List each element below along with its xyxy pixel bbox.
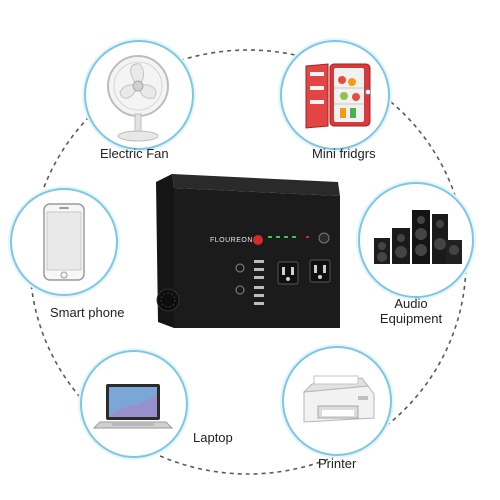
cooling-fan-vent	[156, 288, 180, 312]
ac-outlet-2	[309, 259, 331, 283]
audio-label-line2: Equipment	[379, 311, 443, 326]
dc-output-button	[235, 263, 245, 273]
speaker-system-icon	[374, 210, 462, 264]
laptop-bubble	[80, 350, 188, 458]
battery-indicator-lights	[268, 236, 309, 238]
usb-output-button	[235, 285, 245, 295]
fan-label: Electric Fan	[100, 146, 169, 161]
printer-label: Printer	[318, 456, 357, 471]
power-button	[253, 235, 263, 245]
fan-bubble	[84, 40, 194, 150]
ac-switch	[318, 232, 330, 244]
portable-power-station-icon: FLOUREON	[156, 174, 340, 328]
fridge-bubble	[280, 40, 390, 150]
mini-fridge-icon	[305, 63, 371, 129]
usb-ports	[254, 260, 264, 305]
brand-logo: FLOUREON	[210, 237, 253, 244]
audio-label-line1: Audio	[394, 296, 428, 311]
printer-icon	[302, 375, 375, 423]
phone-label: Smart phone	[50, 305, 125, 320]
phone-bubble	[10, 188, 118, 296]
laptop-label: Laptop	[193, 430, 233, 445]
audio-label: Audio Equipment	[376, 296, 446, 326]
electric-fan-icon	[107, 55, 169, 142]
laptop-icon	[92, 384, 174, 429]
fridge-label: Mini fridgrs	[312, 146, 376, 161]
ac-outlet-1	[277, 261, 299, 285]
smartphone-icon	[43, 203, 85, 281]
audio-bubble	[358, 182, 474, 298]
printer-bubble	[282, 346, 392, 456]
